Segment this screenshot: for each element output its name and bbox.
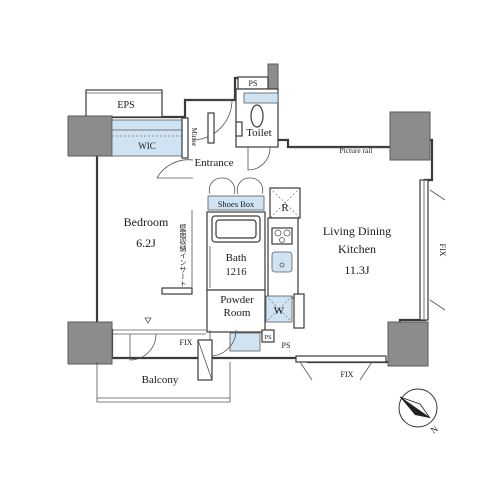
living-label: Living Dining: [323, 224, 391, 238]
bath-label: Bath: [226, 252, 247, 264]
powder-label: Powder: [220, 294, 254, 306]
toilet-label: Toilet: [246, 127, 272, 139]
entrance-door: [191, 99, 233, 141]
column-bottom-left: [67, 321, 113, 365]
ps-top-label: PS: [249, 79, 258, 88]
wic-label: WIC: [138, 141, 156, 151]
washer-space: [265, 295, 293, 323]
powder-room: [206, 289, 266, 333]
wic-storage: [111, 119, 183, 157]
shoes-box-label: Shoes Box: [218, 199, 255, 209]
refrigerator-label: R: [281, 202, 289, 214]
eps-room: [85, 89, 163, 118]
washer-label: W: [274, 305, 285, 317]
kitchen-sink: [271, 251, 293, 273]
shoes-box: [207, 195, 265, 211]
kitchen-label: Kitchen: [338, 242, 376, 256]
bedroom-note: 壁面収納インサート: [179, 223, 187, 287]
bath-size: 1216: [226, 267, 247, 278]
fix-bottom-left-label: FIX: [180, 338, 193, 347]
bedroom-label: Bedroom: [124, 215, 169, 229]
powder-room-label: Room: [224, 307, 251, 319]
ps-small-label: PS: [264, 334, 272, 341]
toilet-bowl: [250, 104, 264, 128]
picture-rail-label: Picture rail: [339, 146, 372, 155]
column-bottom-right: [387, 321, 429, 367]
vanity: [229, 332, 261, 352]
mirror-label: Mirror: [190, 128, 198, 147]
column-top-right: [389, 111, 431, 161]
living-size: 11.3J: [344, 263, 370, 277]
bedroom-door: [156, 159, 194, 179]
bedroom-size: 6.2J: [136, 236, 156, 250]
compass-icon: N: [398, 388, 440, 436]
bedroom-shelf: [161, 287, 193, 295]
toilet-partition: [235, 121, 243, 137]
entrance-label: Entrance: [194, 157, 233, 169]
column-top-left: [67, 115, 113, 157]
mirror: [181, 117, 189, 159]
eps-label: EPS: [117, 100, 134, 111]
stove: [271, 227, 293, 245]
fix-right-label: FIX: [438, 244, 447, 257]
balcony-label: Balcony: [142, 374, 179, 386]
balcony-door: [129, 333, 157, 361]
compass-n-label: N: [429, 423, 440, 435]
toilet-tank: [243, 92, 279, 104]
ps-bottom-label: PS: [282, 341, 291, 350]
bottom-right-window: [295, 355, 387, 363]
fix-bottom-right-label: FIX: [341, 370, 354, 379]
balcony-slab: [96, 362, 231, 403]
